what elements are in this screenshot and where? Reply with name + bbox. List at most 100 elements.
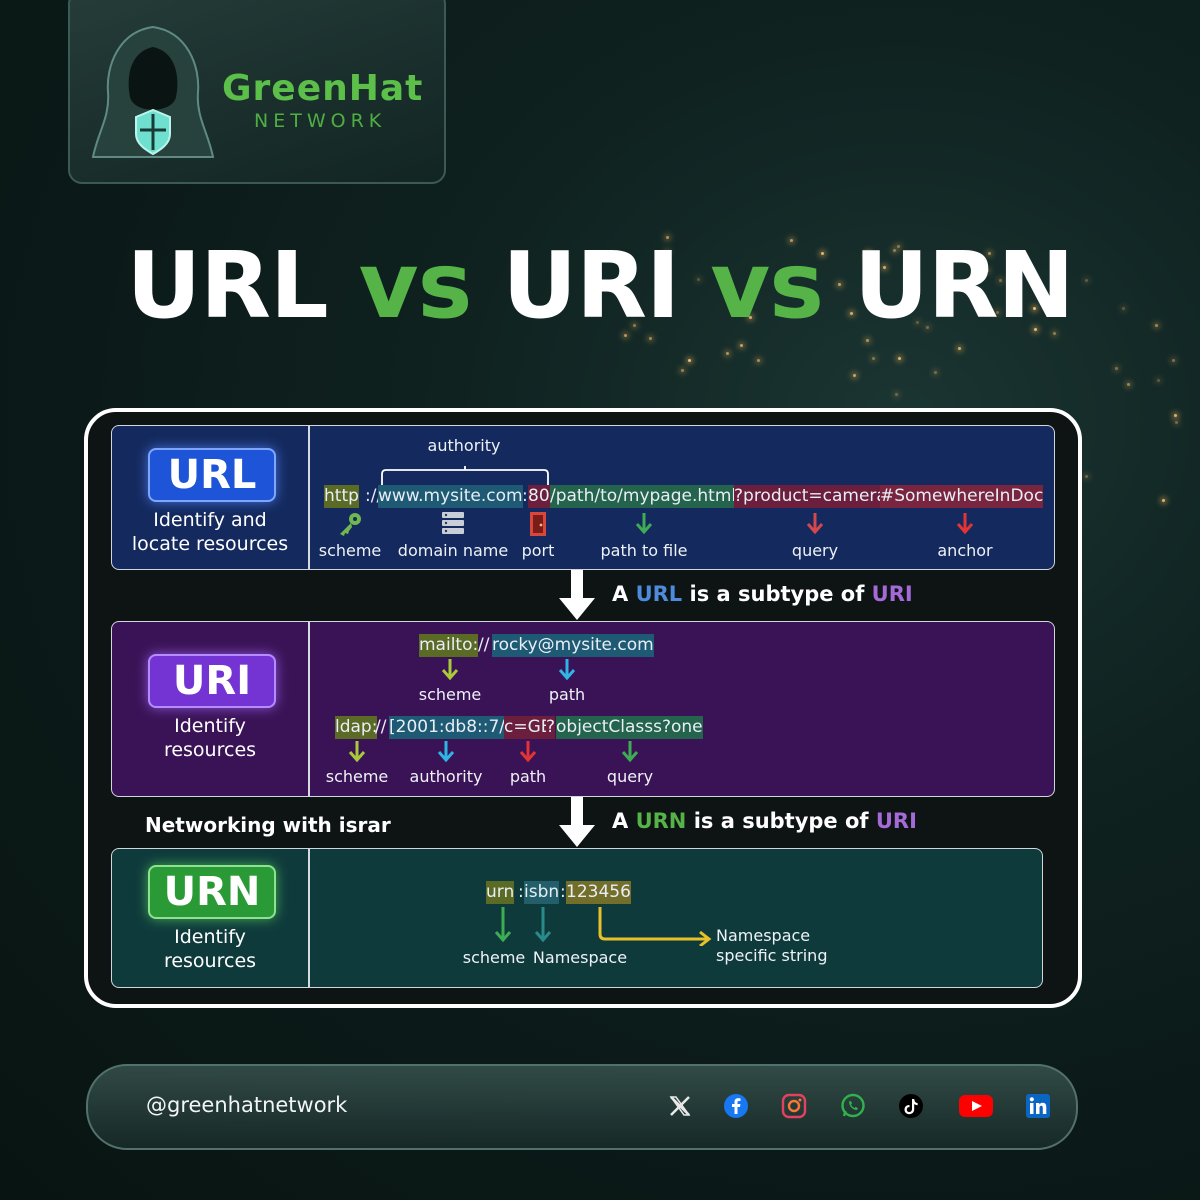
ex1-scheme-arrow-icon bbox=[441, 659, 459, 681]
ldap-query-segment: objectClasss?one bbox=[556, 716, 703, 739]
query-arrow-icon bbox=[806, 513, 824, 535]
hooded-figure-logo-icon bbox=[91, 25, 215, 158]
mailto-sep-segment: // bbox=[478, 635, 490, 655]
subtype-arrow-icon-2 bbox=[559, 797, 595, 847]
uri-desc-line1: Identify bbox=[174, 715, 246, 737]
urn-scheme-segment: urn bbox=[486, 881, 515, 904]
url-sep-segment: :// bbox=[365, 486, 383, 506]
light-dot bbox=[872, 357, 876, 361]
youtube-icon[interactable] bbox=[958, 1092, 994, 1120]
url-scheme-segment: http bbox=[324, 485, 359, 508]
key-icon bbox=[340, 513, 361, 536]
instagram-icon[interactable] bbox=[780, 1092, 808, 1120]
path-arrow-icon bbox=[635, 513, 653, 535]
urn-nss-arrow-icon bbox=[598, 907, 712, 946]
uri-right-panel: mailto: // rocky@mysite.com scheme path … bbox=[310, 622, 1054, 796]
light-dot bbox=[1127, 383, 1131, 387]
url-subtype-caption: A URL is a subtype of URI bbox=[612, 582, 913, 606]
subtype-arrow-icon-1 bbox=[559, 570, 595, 620]
title-vs-1: vs bbox=[358, 232, 473, 339]
ex2-label-scheme: scheme bbox=[325, 767, 389, 786]
brand-subtitle: NETWORK bbox=[254, 110, 387, 132]
social-handle[interactable]: @greenhatnetwork bbox=[146, 1093, 348, 1117]
facebook-icon[interactable] bbox=[722, 1092, 750, 1120]
x-icon[interactable] bbox=[666, 1092, 694, 1120]
caption2-urn: URN bbox=[635, 809, 687, 833]
light-dot bbox=[894, 392, 898, 396]
urn-colon-1: : bbox=[518, 882, 524, 902]
ex1-path-arrow-icon bbox=[558, 659, 576, 681]
urn-desc-line2: resources bbox=[163, 950, 257, 972]
light-dot bbox=[756, 358, 760, 362]
light-dot bbox=[1085, 474, 1089, 478]
ex2-label-authority: authority bbox=[409, 767, 483, 786]
light-dot bbox=[1157, 379, 1161, 383]
ex2-query-arrow-icon bbox=[621, 741, 639, 763]
url-query-segment: ?product=camera bbox=[734, 485, 887, 508]
uri-row: URI Identify resources mailto: // rocky@… bbox=[111, 621, 1055, 797]
urn-badge: URN bbox=[148, 865, 276, 919]
urn-namespace-segment: isbn bbox=[524, 881, 560, 904]
ex2-path-arrow-icon bbox=[519, 741, 537, 763]
title-uri: URI bbox=[502, 232, 680, 339]
linkedin-icon[interactable] bbox=[1024, 1092, 1052, 1120]
urn-desc-line1: Identify bbox=[174, 926, 246, 948]
urn-label-namespace: Namespace bbox=[532, 948, 628, 967]
urn-label-scheme: scheme bbox=[462, 948, 526, 967]
uri-badge: URI bbox=[148, 654, 276, 708]
mailto-scheme-segment: mailto: bbox=[419, 634, 479, 657]
url-badge: URL bbox=[148, 448, 276, 502]
caption2-a: A bbox=[612, 809, 629, 833]
title-vs-2: vs bbox=[710, 232, 824, 339]
caption-a: A bbox=[612, 582, 629, 606]
url-left-panel: URL Identify and locate resources bbox=[112, 426, 310, 569]
mailto-path-segment: rocky@mysite.com bbox=[492, 634, 654, 657]
urn-colon-2: : bbox=[560, 882, 566, 902]
ldap-sep-segment: // bbox=[375, 717, 387, 737]
light-dot bbox=[681, 368, 685, 372]
urn-row: URN Identify resources urn : isbn : 1234… bbox=[111, 848, 1043, 988]
uri-left-panel: URI Identify resources bbox=[112, 622, 310, 796]
url-path-segment: /path/to/mypage.html bbox=[550, 485, 737, 508]
light-dot bbox=[1174, 421, 1178, 425]
label-query: query bbox=[791, 541, 839, 560]
urn-subtype-caption: A URN is a subtype of URI bbox=[612, 809, 917, 833]
urn-label-nss-line2: specific string bbox=[716, 946, 828, 965]
light-dot bbox=[852, 374, 856, 378]
light-dot bbox=[1171, 359, 1175, 363]
ldap-path-segment: c=GB bbox=[504, 716, 553, 739]
authority-bracket bbox=[381, 466, 549, 486]
light-dot bbox=[687, 358, 691, 362]
authority-label: authority bbox=[427, 436, 501, 455]
ex2-label-query: query bbox=[606, 767, 654, 786]
ex1-label-scheme: scheme bbox=[418, 685, 482, 704]
ex2-scheme-arrow-icon bbox=[348, 741, 366, 763]
caption-uri: URI bbox=[871, 582, 913, 606]
label-anchor: anchor bbox=[937, 541, 993, 560]
url-desc-line1: Identify and bbox=[153, 509, 267, 531]
anchor-arrow-icon bbox=[956, 513, 974, 535]
url-colon-segment: : bbox=[522, 486, 528, 506]
ex2-authority-arrow-icon bbox=[437, 741, 455, 763]
light-dot bbox=[957, 346, 961, 350]
caption-mid: is a subtype of bbox=[689, 582, 865, 606]
light-dot bbox=[866, 339, 870, 343]
label-path-to-file: path to file bbox=[600, 541, 688, 560]
urn-right-panel: urn : isbn : 123456 scheme Namespace Nam… bbox=[310, 849, 1042, 987]
url-domain-segment: www.mysite.com bbox=[378, 485, 523, 508]
whatsapp-icon[interactable] bbox=[839, 1092, 867, 1120]
light-dot bbox=[725, 351, 729, 355]
label-scheme: scheme bbox=[318, 541, 382, 560]
page-title: URL vs URI vs URN bbox=[0, 232, 1200, 339]
urn-nss-segment: 123456 bbox=[566, 881, 631, 904]
urn-left-panel: URN Identify resources bbox=[112, 849, 310, 987]
url-port-segment: 80 bbox=[528, 485, 550, 508]
tiktok-icon[interactable] bbox=[897, 1092, 925, 1120]
light-dot bbox=[1174, 414, 1178, 418]
url-right-panel: authority http :// www.mysite.com : 80 /… bbox=[310, 426, 1054, 569]
brand-name: GreenHat bbox=[222, 68, 424, 109]
light-dot bbox=[933, 371, 937, 375]
uri-desc-line2: resources bbox=[163, 739, 257, 761]
urn-namespace-arrow-icon bbox=[534, 907, 552, 943]
url-row: URL Identify and locate resources author… bbox=[111, 425, 1055, 570]
